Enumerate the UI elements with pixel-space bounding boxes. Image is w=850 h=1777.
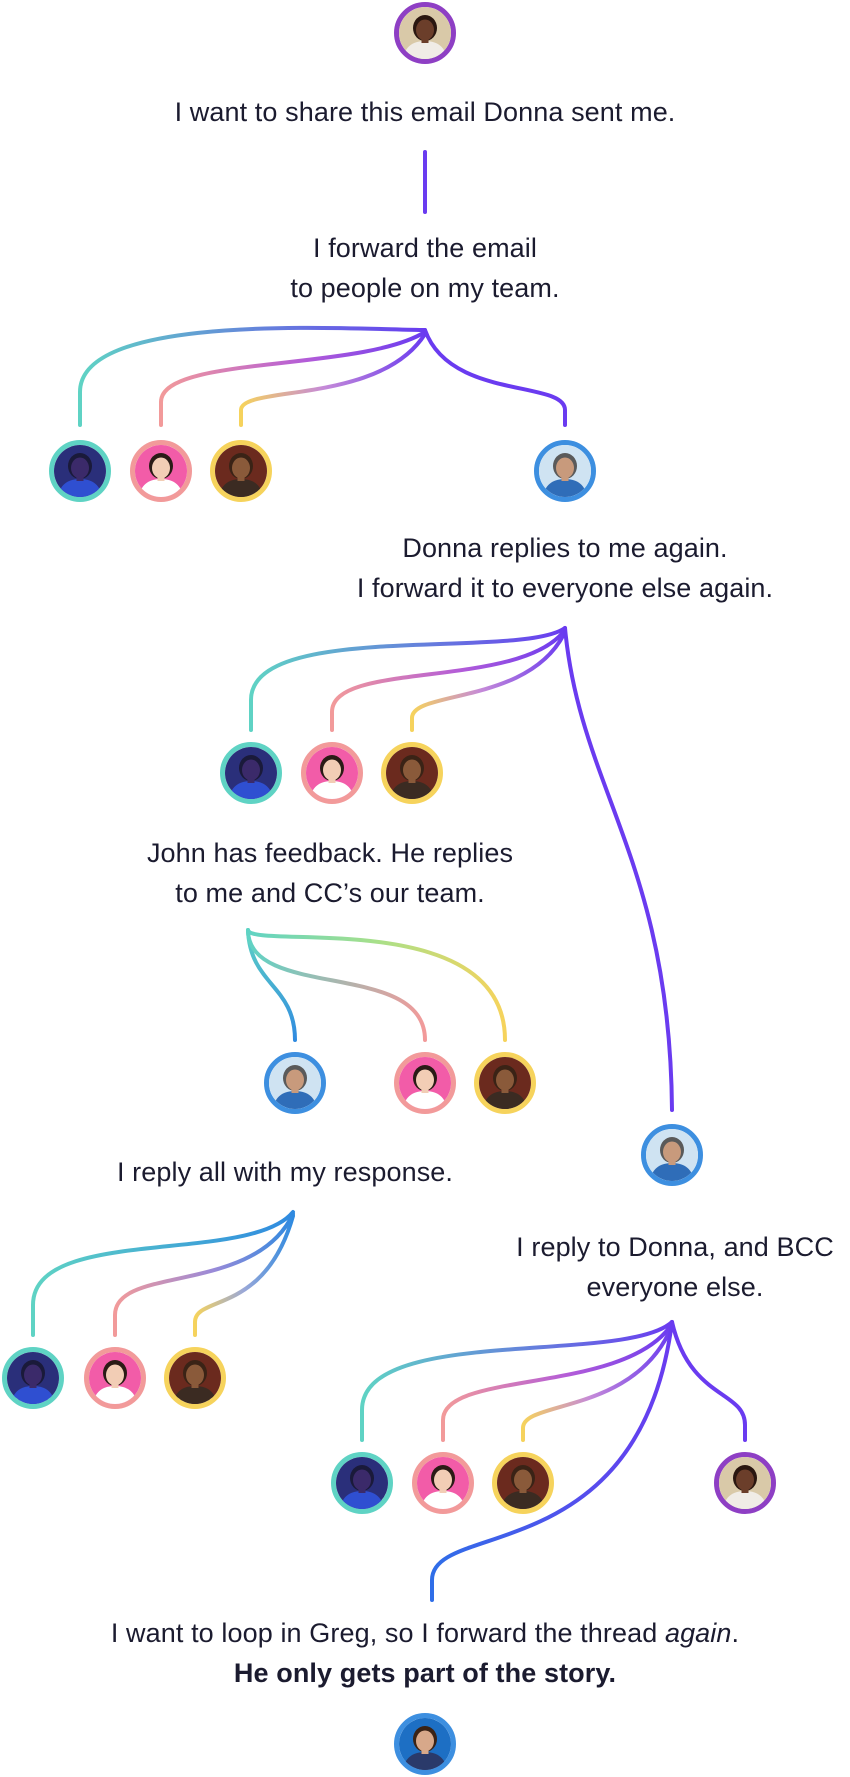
link-to-me-1 [423,328,567,427]
portrait-icon [225,747,277,799]
caption-line: to people on my team. [290,273,560,303]
caption-text: I want to loop in Greg, so I forward the… [110,1618,665,1648]
caption-loop-in-greg: I want to loop in Greg, so I forward the… [0,1613,850,1693]
avatar-john [331,1452,393,1514]
caption-line: I want to loop in Greg, so I forward the… [0,1613,850,1653]
portrait-icon [215,445,267,497]
link-to-john-4 [360,1320,674,1442]
avatar-me [641,1124,703,1186]
link-john-to-me [246,928,297,1042]
avatar-me [264,1052,326,1114]
avatar-rosa [164,1347,226,1409]
link-to-amy-2 [330,628,567,732]
avatar-amy [84,1347,146,1409]
portrait-icon [497,1457,549,1509]
avatar-greg [394,1713,456,1775]
caption-line: John has feedback. He replies [146,838,514,868]
caption-line: everyone else. [586,1272,764,1302]
link-to-john-3 [31,1210,295,1337]
caption-reply-bcc: I reply to Donna, and BCC everyone else. [480,1227,850,1307]
caption-bold-line: He only gets part of the story. [233,1658,617,1688]
caption-emphasis: again [664,1618,732,1648]
portrait-icon [646,1129,698,1181]
portrait-icon [169,1352,221,1404]
caption-reply-all: I reply all with my response. [40,1152,530,1192]
caption-line: I forward the email [313,233,537,263]
portrait-icon [479,1057,531,1109]
caption-line: I reply all with my response. [116,1157,454,1187]
avatar-donna [394,2,456,64]
link-to-amy-4 [441,1322,674,1442]
caption-john-feedback: John has feedback. He replies to me and … [80,833,580,913]
portrait-icon [539,445,591,497]
portrait-icon [399,1718,451,1770]
avatar-john [220,742,282,804]
avatar-amy [130,440,192,502]
link-to-rosa-1 [239,332,427,427]
caption-share-email: I want to share this email Donna sent me… [0,92,850,132]
avatar-me [534,440,596,502]
link-to-me-2 [563,626,674,1112]
avatar-rosa [210,440,272,502]
link-to-donna-4 [670,1320,747,1442]
portrait-icon [54,445,106,497]
portrait-icon [269,1057,321,1109]
link-to-rosa-2 [410,630,567,732]
link-john-to-amy [246,930,427,1042]
portrait-icon [306,747,358,799]
portrait-icon [719,1457,771,1509]
caption-line: I want to share this email Donna sent me… [174,97,676,127]
link-to-rosa-3 [193,1214,295,1337]
portrait-icon [7,1352,59,1404]
avatar-amy [394,1052,456,1114]
avatar-rosa [492,1452,554,1514]
link-to-amy-1 [159,330,427,427]
avatar-rosa [474,1052,536,1114]
caption-text: . [731,1618,740,1648]
portrait-icon [399,7,451,59]
avatar-john [49,440,111,502]
link-john-to-rosa [246,928,507,1042]
caption-line: I reply to Donna, and BCC [516,1232,834,1262]
link-to-john-2 [249,626,567,732]
avatar-rosa [381,742,443,804]
portrait-icon [399,1057,451,1109]
avatar-john [2,1347,64,1409]
portrait-icon [135,445,187,497]
avatar-donna [714,1452,776,1514]
link-to-amy-3 [113,1212,295,1337]
link-to-greg [430,1320,674,1602]
caption-forward-team: I forward the email to people on my team… [0,228,850,308]
portrait-icon [417,1457,469,1509]
avatar-amy [301,742,363,804]
portrait-icon [336,1457,388,1509]
caption-line: I forward it to everyone else again. [356,573,774,603]
caption-donna-replies: Donna replies to me again. I forward it … [300,528,830,608]
link-to-john-1 [78,325,427,427]
avatar-amy [412,1452,474,1514]
portrait-icon [386,747,438,799]
link-to-rosa-4 [521,1324,674,1442]
caption-line: to me and CC’s our team. [175,878,485,908]
portrait-icon [89,1352,141,1404]
caption-line: Donna replies to me again. [402,533,728,563]
